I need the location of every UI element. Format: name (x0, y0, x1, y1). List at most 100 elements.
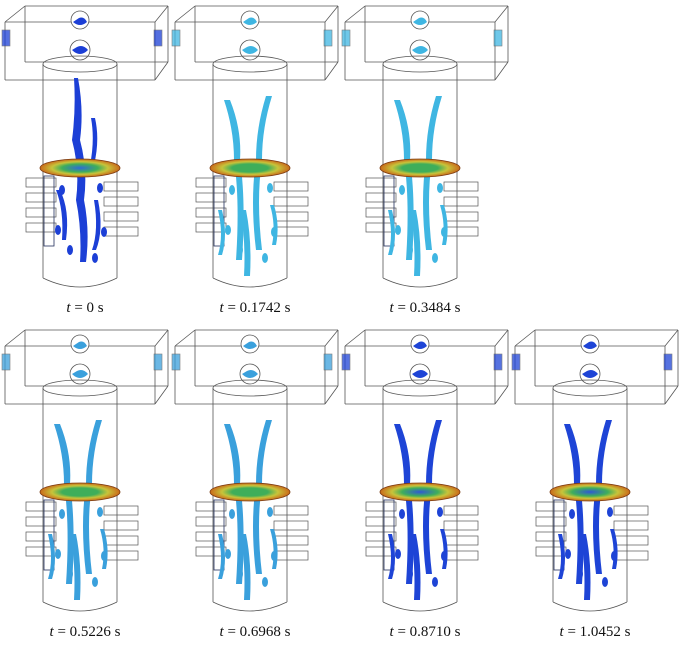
cylinder-bottom-rim (382, 601, 458, 612)
baffle-plate (443, 226, 479, 237)
vortex-filament (610, 529, 618, 569)
inlet-block-left (1, 29, 11, 47)
vortex-fragment (437, 183, 443, 193)
baffle-plate (365, 207, 397, 218)
baffle-plate (273, 211, 309, 222)
vortex-fragment (237, 245, 243, 255)
pipe-ring-vortex (412, 370, 428, 378)
outline-edge (324, 61, 339, 81)
pipe-ring-vortex (413, 17, 427, 25)
vortex-fragment (602, 577, 608, 587)
vortex-fragment (267, 507, 273, 517)
pipe-ring-vortex (412, 46, 428, 54)
baffle-plate (195, 207, 227, 218)
top-box (171, 5, 339, 81)
caption-1: t = 0 s (66, 300, 104, 316)
cylinder-bottom-rim (212, 277, 288, 288)
rotating-disk (209, 158, 291, 178)
pipe-ring-vortex (72, 370, 88, 378)
inlet-block-right (493, 353, 503, 371)
snapshot-panel-2 (171, 5, 339, 288)
vortex-branch-left (564, 424, 584, 584)
vortex-fragment (67, 569, 73, 579)
baffle-plate (443, 211, 479, 222)
vortex-tail (70, 534, 81, 600)
vortex-filament (388, 534, 395, 579)
snapshot-panel-1 (1, 5, 169, 288)
vortex-filament (48, 534, 55, 579)
outline-edge (154, 5, 169, 23)
vortex-filament (558, 534, 565, 579)
inlet-block-right (153, 29, 163, 47)
baffle-frame (213, 499, 225, 571)
inlet-block-right (493, 29, 503, 47)
vortex-structures (388, 420, 448, 600)
rotating-disk (209, 482, 291, 502)
cylinder-bottom-rim (382, 277, 458, 288)
vortex-filament (270, 205, 278, 245)
baffle-frame (383, 499, 395, 571)
baffle-plate (25, 207, 57, 218)
baffle-plate (613, 550, 649, 561)
vortex-fragment (565, 549, 571, 559)
outline-edge (4, 5, 26, 23)
vortex-fragment (607, 507, 613, 517)
inlet-block-right (323, 29, 333, 47)
outline-edge (4, 329, 26, 347)
inlet-block-left (341, 29, 351, 47)
baffle-plate (195, 531, 227, 542)
snapshot-panel-6 (341, 329, 509, 612)
vortex-fragment (229, 185, 235, 195)
baffle-plate (195, 516, 227, 527)
snapshot-panel-5 (171, 329, 339, 612)
vortex-branch-right (593, 420, 612, 574)
baffle-plate (613, 535, 649, 546)
outline-edge (174, 329, 196, 347)
baffle-plate (273, 535, 309, 546)
vortex-fragment (67, 245, 73, 255)
vortex-fragment (407, 245, 413, 255)
vortex-structures (48, 420, 108, 600)
baffle-plate (103, 226, 139, 237)
outline-edge (494, 61, 509, 81)
baffle-frame (553, 499, 565, 571)
vortex-fragment (271, 227, 277, 237)
vortex-branch-left (54, 424, 74, 584)
vortex-fragment (262, 253, 268, 263)
vortex-structures (388, 96, 448, 276)
top-box (171, 329, 339, 405)
top-box (511, 329, 679, 405)
pipe-ring-vortex (583, 341, 597, 349)
inlet-block-left (341, 353, 351, 371)
outline-edge (494, 329, 509, 347)
baffle-plate (195, 192, 227, 203)
inlet-block-left (171, 353, 181, 371)
vortex-fragment (407, 569, 413, 579)
outline-edge (494, 5, 509, 23)
baffle-plate (535, 501, 567, 512)
baffle-plate (103, 505, 139, 516)
outline-edge (514, 329, 536, 347)
baffle-plate (103, 211, 139, 222)
vortex-fragment (101, 551, 107, 561)
vortex-filament (440, 205, 448, 245)
caption-3: t = 0.3484 s (389, 300, 461, 316)
vortex-tail (580, 534, 591, 600)
pipe-ring-vortex (73, 341, 87, 349)
vortex-fragment (262, 577, 268, 587)
vortex-tail (240, 534, 251, 600)
baffle-plate (613, 505, 649, 516)
cylinder-bottom-rim (212, 601, 288, 612)
vortex-structures (218, 420, 278, 600)
baffle-plate (103, 196, 139, 207)
vortex-fragment (237, 569, 243, 579)
cylinder-bottom-rim (42, 601, 118, 612)
outline-edge (324, 5, 339, 23)
baffle-frame (383, 175, 395, 247)
baffle-plate (443, 535, 479, 546)
baffle-plate (613, 520, 649, 531)
rotating-disk (379, 158, 461, 178)
outline-edge (664, 329, 679, 347)
baffle-plate (273, 196, 309, 207)
